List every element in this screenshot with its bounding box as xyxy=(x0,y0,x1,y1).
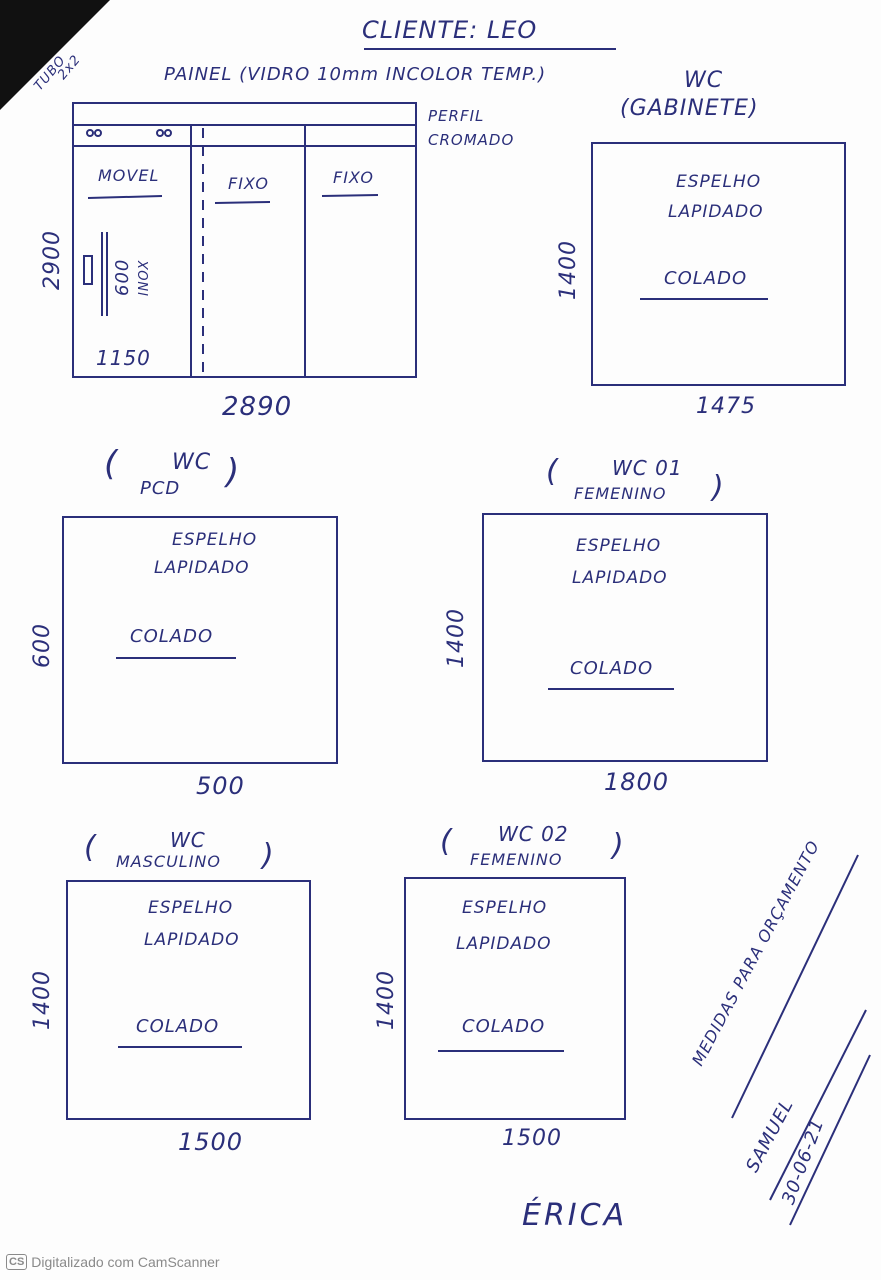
mirror-masc-height: 1400 xyxy=(30,970,55,1030)
mirror-masc-underline xyxy=(118,1046,242,1048)
side-note-stroke-3 xyxy=(789,1054,871,1226)
mirror-fem1-height: 1400 xyxy=(444,608,469,668)
panel-frame xyxy=(72,102,417,378)
roller-3 xyxy=(156,129,164,137)
mirror-fem1-heading: WC 01 xyxy=(612,456,683,480)
mirror-pcd-line1: ESPELHO xyxy=(172,530,258,550)
mirror-masc-width: 1500 xyxy=(178,1128,244,1156)
signature: ÉRICA xyxy=(522,1198,628,1233)
mirror-masc-line3: COLADO xyxy=(136,1016,220,1037)
mirror-gabinete-line1: ESPELHO xyxy=(676,172,762,192)
mirror-masc-heading: WC xyxy=(170,828,206,852)
mirror-masc-paren-open: ( xyxy=(84,830,97,865)
mirror-pcd-height: 600 xyxy=(30,623,55,668)
mirror-fem2 xyxy=(404,877,626,1120)
fixo2-underline xyxy=(321,194,379,197)
panel-handle-size: 600 xyxy=(112,258,133,296)
mirror-pcd-paren-open: ( xyxy=(104,444,119,484)
panel-width: 2890 xyxy=(222,392,293,422)
scan-corner-fold xyxy=(0,0,110,110)
mirror-pcd-underline xyxy=(116,657,236,659)
movel-underline xyxy=(87,195,163,199)
mirror-fem2-underline xyxy=(438,1050,564,1052)
mirror-pcd-heading: WC xyxy=(172,450,212,475)
mirror-fem2-line3: COLADO xyxy=(462,1016,546,1037)
door-lock xyxy=(83,255,93,285)
roller-1 xyxy=(86,129,94,137)
mirror-gabinete-width: 1475 xyxy=(696,394,756,419)
panel-movel-label: MOVEL xyxy=(98,166,160,185)
mirror-gabinete xyxy=(591,142,846,386)
mirror-fem1-paren-open: ( xyxy=(546,454,559,489)
panel-fixo1-label: FIXO xyxy=(228,174,269,193)
mirror-fem2-height: 1400 xyxy=(374,970,399,1030)
mirror-fem1-line2: LAPIDADO xyxy=(572,568,668,588)
mirror-pcd xyxy=(62,516,338,764)
mirror-fem2-width: 1500 xyxy=(502,1126,562,1151)
mirror-pcd-subheading: PCD xyxy=(140,478,181,499)
mirror-fem1-underline xyxy=(548,688,674,690)
mirror-gabinete-height: 1400 xyxy=(556,240,581,300)
roller-4 xyxy=(164,129,172,137)
roller-2 xyxy=(94,129,102,137)
mirror-fem1-line3: COLADO xyxy=(570,658,654,679)
mirror-fem2-line1: ESPELHO xyxy=(462,898,548,918)
side-note-stroke-1 xyxy=(731,854,859,1119)
mirror-gabinete-subheading: (GABINETE) xyxy=(620,96,759,121)
mirror-fem1-width: 1800 xyxy=(604,768,670,796)
mirror-fem2-heading: WC 02 xyxy=(498,822,569,846)
mirror-gabinete-underline xyxy=(640,298,768,300)
mirror-fem2-line2: LAPIDADO xyxy=(456,934,552,954)
panel-title: PAINEL (VIDRO 10mm INCOLOR TEMP.) xyxy=(164,64,547,85)
camscanner-logo-icon: CS xyxy=(6,1254,28,1270)
scanner-footer-text: Digitalizado com CamScanner xyxy=(31,1254,220,1270)
panel-movel-width: 1150 xyxy=(96,346,151,370)
panel-handle-material: INOX xyxy=(137,259,152,296)
mirror-gabinete-line2: LAPIDADO xyxy=(668,202,764,222)
mirror-pcd-paren-close: ) xyxy=(226,452,241,492)
mirror-masc-line1: ESPELHO xyxy=(148,898,234,918)
mirror-masc-line2: LAPIDADO xyxy=(144,930,240,950)
mirror-fem1-line1: ESPELHO xyxy=(576,536,662,556)
mirror-fem1 xyxy=(482,513,768,762)
mirror-pcd-width: 500 xyxy=(196,772,245,800)
mirror-masc xyxy=(66,880,311,1120)
mirror-masc-subheading: MASCULINO xyxy=(116,852,221,871)
mirror-gabinete-heading: WC xyxy=(684,68,724,93)
mirror-gabinete-line3: COLADO xyxy=(664,268,748,289)
mirror-fem1-subheading: FEMENINO xyxy=(574,484,667,503)
panel-fixo2-label: FIXO xyxy=(333,168,374,187)
mirror-fem2-paren-close: ) xyxy=(612,828,625,863)
panel-profile-label: PERFIL CROMADO xyxy=(428,107,515,149)
mirror-fem2-paren-open: ( xyxy=(440,824,453,859)
mirror-masc-paren-close: ) xyxy=(262,838,275,873)
mirror-fem1-paren-close: ) xyxy=(712,470,725,505)
panel-height: 2900 xyxy=(40,230,65,290)
client-title: CLIENTE: LEO xyxy=(362,16,538,44)
side-note-stroke-2 xyxy=(769,1009,867,1201)
scanner-footer: CS Digitalizado com CamScanner xyxy=(6,1254,220,1270)
mirror-pcd-line2: LAPIDADO xyxy=(154,558,250,578)
client-underline xyxy=(364,48,616,50)
mirror-pcd-line3: COLADO xyxy=(130,626,214,647)
fixo1-underline xyxy=(214,201,271,204)
mirror-fem2-subheading: FEMENINO xyxy=(470,850,563,869)
